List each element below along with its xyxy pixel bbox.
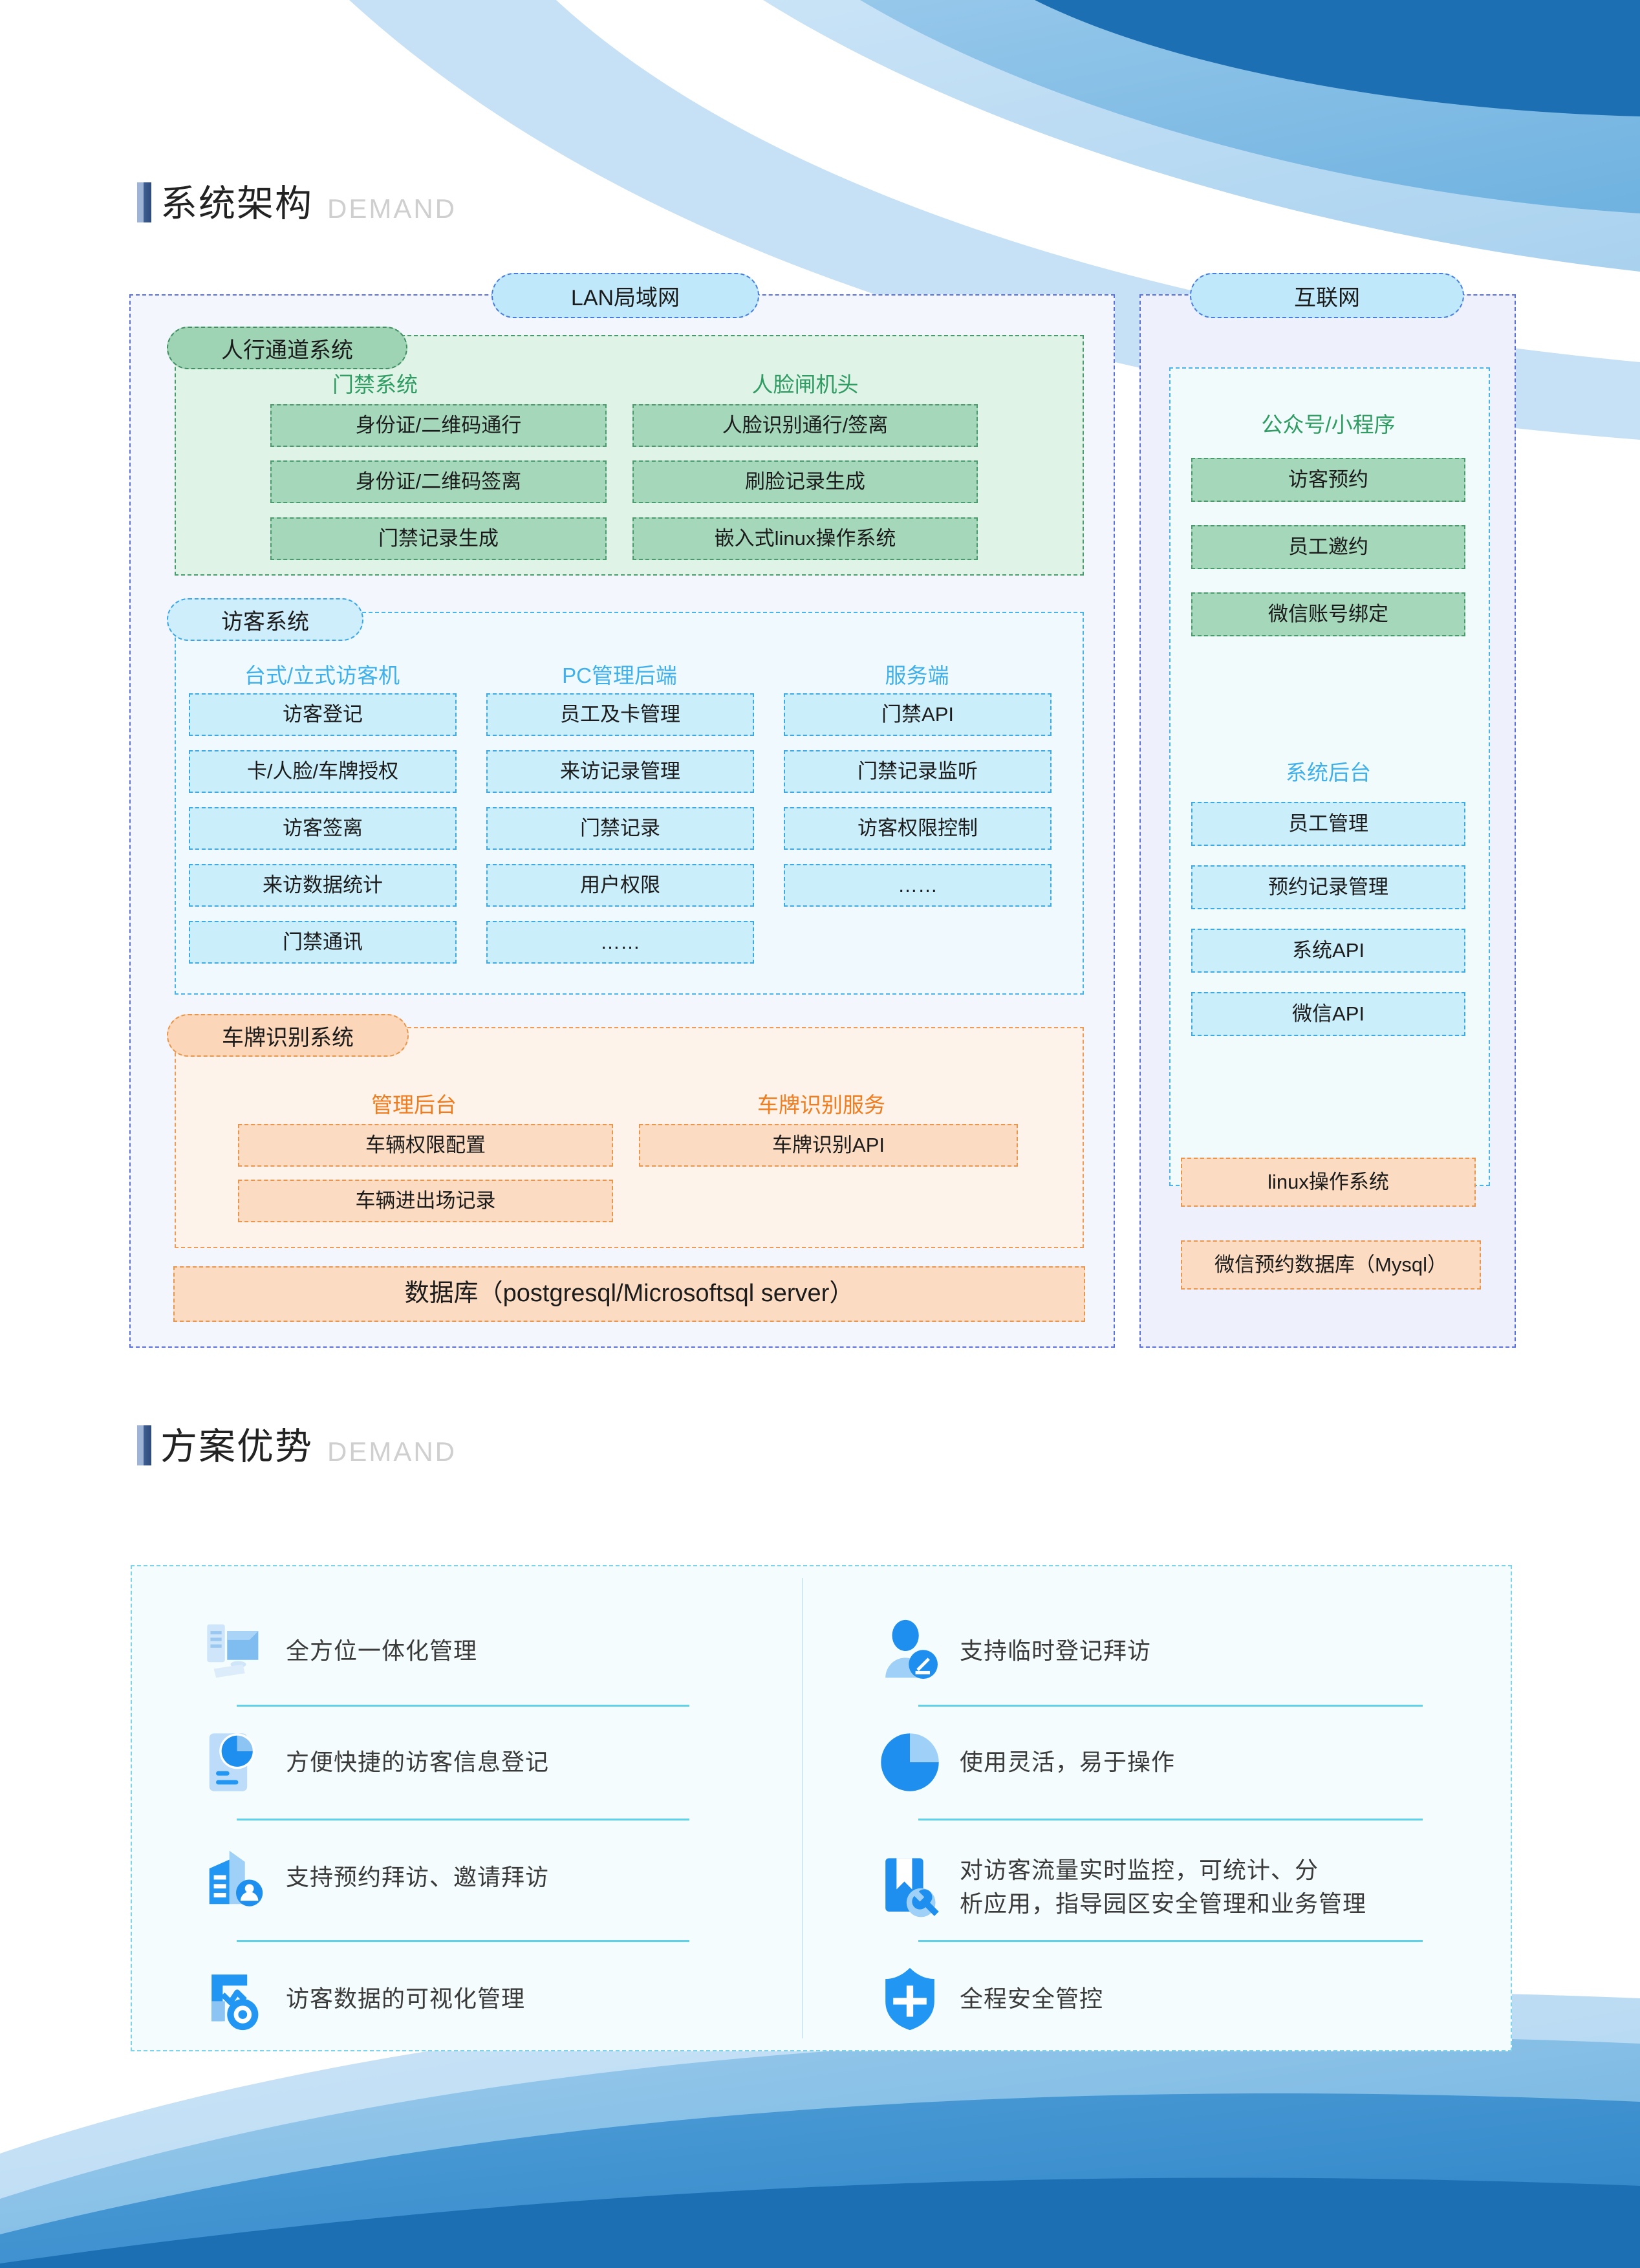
- item-visitor-register: 访客登记: [189, 693, 457, 736]
- advantage-rule-3: [237, 1940, 689, 1942]
- visitor-title-pill: 访客系统: [167, 598, 363, 641]
- advantages-panel: [131, 1565, 1512, 2051]
- item-linux-os: linux操作系统: [1181, 1158, 1476, 1207]
- advantage-rule-2: [237, 1819, 689, 1820]
- item-wechat-api: 微信API: [1191, 992, 1465, 1036]
- internet-label-pill: 互联网: [1190, 273, 1464, 318]
- column-header-kiosk: 台式/立式访客机: [244, 664, 400, 687]
- item-system-api: 系统API: [1191, 929, 1465, 973]
- item-visitor-appointment: 访客预约: [1191, 458, 1465, 502]
- column-header-face-gate: 人脸闸机头: [751, 373, 859, 396]
- item-plate-recognition-api: 车牌识别API: [639, 1124, 1018, 1167]
- advantage-item-1: 全方位一体化管理: [200, 1603, 757, 1700]
- section-title-cn: 系统架构: [160, 183, 313, 224]
- item-wechat-account-binding: 微信账号绑定: [1191, 592, 1465, 636]
- item-access-record-generate: 门禁记录生成: [270, 517, 607, 560]
- item-face-record-generate: 刷脸记录生成: [632, 460, 978, 503]
- plate-title-pill: 车牌识别系统: [167, 1014, 409, 1057]
- advantage-rule-1: [237, 1705, 689, 1707]
- heading-accent-bar: [137, 182, 151, 222]
- item-access-record-listener: 门禁记录监听: [784, 750, 1052, 793]
- item-employee-management: 员工管理: [1191, 802, 1465, 846]
- item-visit-data-stats: 来访数据统计: [189, 864, 457, 907]
- bookmark-wrench-icon: [885, 1858, 939, 1917]
- column-header-wechat: 公众号/小程序: [1261, 413, 1396, 437]
- section-title-cn-2: 方案优势: [160, 1426, 313, 1467]
- item-access-communication: 门禁通讯: [189, 921, 457, 964]
- item-access-api: 门禁API: [784, 693, 1052, 736]
- shield-icon: [885, 1967, 934, 2031]
- advantage-label-2: 方便快捷的访客信息登记: [286, 1748, 550, 1775]
- advantage-item-2: 方便快捷的访客信息登记: [200, 1714, 757, 1811]
- visitor-title-text: 访客系统: [221, 609, 309, 634]
- column-header-plate-admin: 管理后台: [371, 1093, 457, 1117]
- lan-label-pill: LAN局域网: [491, 273, 759, 318]
- advantage-item-4: 访客数据的可视化管理: [200, 1950, 757, 2047]
- heading-accent-bar-2: [137, 1425, 151, 1465]
- lan-label-text: LAN局域网: [570, 285, 680, 310]
- advantage-item-8: 全程安全管控: [874, 1950, 1508, 2047]
- item-visitor-checkout: 访客签离: [189, 807, 457, 850]
- item-vehicle-entry-exit-record: 车辆进出场记录: [238, 1180, 613, 1222]
- advantage-label-7: 对访客流量实时监控，可统计、分 析应用，指导园区安全管理和业务管理: [960, 1856, 1367, 1917]
- item-employee-card-mgmt: 员工及卡管理: [486, 693, 754, 736]
- section-title-en: DEMAND: [327, 193, 457, 224]
- item-visit-record-mgmt: 来访记录管理: [486, 750, 754, 793]
- column-header-pc-backend: PC管理后端: [562, 664, 677, 687]
- building-user-icon: [209, 1850, 263, 1906]
- column-header-plate-service: 车牌识别服务: [757, 1093, 885, 1117]
- database-bar: 数据库（postgresql/Microsoftsql server）: [173, 1266, 1085, 1322]
- advantage-label-8: 全程安全管控: [960, 1985, 1104, 2012]
- plate-title-text: 车牌识别系统: [222, 1025, 354, 1050]
- section-heading-advantages: 方案优势 DEMAND: [137, 1425, 457, 1465]
- advantage-item-7: 对访客流量实时监控，可统计、分 析应用，指导园区安全管理和业务管理: [874, 1829, 1521, 1945]
- section-heading-architecture: 系统架构 DEMAND: [137, 182, 457, 222]
- item-face-recognition-pass: 人脸识别通行/签离: [632, 404, 978, 447]
- user-edit-icon: [885, 1619, 938, 1679]
- internet-inner-zone: [1169, 367, 1490, 1186]
- advantage-rule-5: [918, 1705, 1423, 1707]
- pie-chart-icon: [881, 1733, 939, 1791]
- data-visualization-icon: [211, 1974, 259, 2031]
- column-header-server: 服务端: [885, 664, 949, 687]
- advantages-column-divider: [802, 1578, 803, 2038]
- desktop-computer-icon: [207, 1624, 259, 1678]
- item-embedded-linux-os: 嵌入式linux操作系统: [632, 517, 978, 560]
- advantage-label-5: 支持临时登记拜访: [960, 1637, 1152, 1664]
- item-appointment-record-mgmt: 预约记录管理: [1191, 865, 1465, 909]
- item-card-face-plate-auth: 卡/人脸/车牌授权: [189, 750, 457, 793]
- section-title-en-2: DEMAND: [327, 1436, 457, 1467]
- advantage-label-3: 支持预约拜访、邀请拜访: [286, 1863, 550, 1890]
- advantage-label-6: 使用灵活，易于操作: [960, 1748, 1176, 1775]
- pedestrian-title-pill: 人行通道系统: [167, 327, 407, 369]
- advantage-item-5: 支持临时登记拜访: [874, 1603, 1508, 1700]
- item-visitor-permission-control: 访客权限控制: [784, 807, 1052, 850]
- advantage-label-4: 访客数据的可视化管理: [286, 1985, 526, 2012]
- advantage-item-6: 使用灵活，易于操作: [874, 1714, 1508, 1811]
- item-vehicle-permission-config: 车辆权限配置: [238, 1124, 613, 1167]
- column-header-system-backend: 系统后台: [1286, 761, 1371, 784]
- item-user-permissions: 用户权限: [486, 864, 754, 907]
- item-wechat-appointment-db: 微信预约数据库（Mysql）: [1181, 1240, 1481, 1290]
- column-header-access-control: 门禁系统: [332, 373, 418, 396]
- pedestrian-title-text: 人行通道系统: [221, 338, 353, 363]
- item-employee-invitation: 员工邀约: [1191, 525, 1465, 569]
- advantage-item-3: 支持预约拜访、邀请拜访: [200, 1829, 757, 1926]
- document-pie-chart-icon: [209, 1733, 255, 1791]
- advantage-rule-7: [918, 1940, 1423, 1942]
- item-server-more: ……: [784, 864, 1052, 907]
- internet-label-text: 互联网: [1294, 285, 1360, 310]
- item-idcard-qr-pass: 身份证/二维码通行: [270, 404, 607, 447]
- item-idcard-qr-checkout: 身份证/二维码签离: [270, 460, 607, 503]
- item-access-records: 门禁记录: [486, 807, 754, 850]
- advantage-label-1: 全方位一体化管理: [286, 1637, 478, 1664]
- advantage-rule-6: [918, 1819, 1423, 1820]
- item-pc-more: ……: [486, 921, 754, 964]
